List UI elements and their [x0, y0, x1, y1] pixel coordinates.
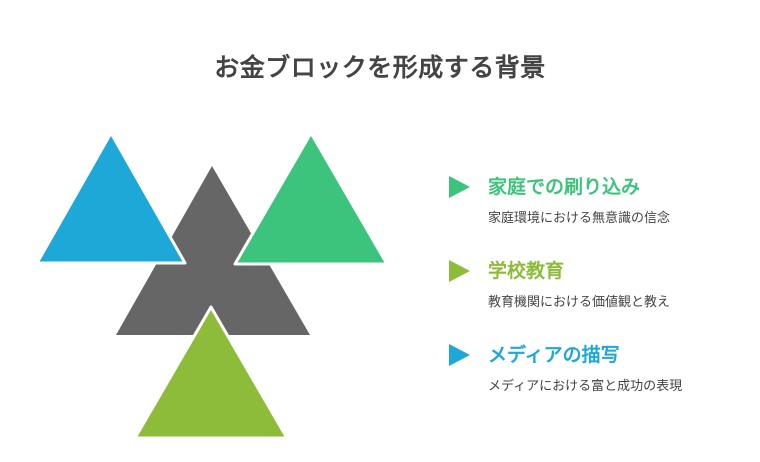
top-right-triangle-green: [233, 131, 389, 266]
triangle-diagram: [35, 131, 389, 440]
item-heading: 家庭での刷り込み: [488, 176, 641, 198]
play-triangle-icon: [449, 344, 470, 366]
item-description: 教育機関における価値観と教え: [488, 295, 671, 310]
item-description: 家庭環境における無意識の信念: [488, 211, 671, 226]
play-triangle-icon: [449, 176, 470, 198]
center-triangle-gray: [116, 166, 310, 335]
item-heading: メディアの描写: [488, 344, 620, 366]
item-heading: 学校教育: [488, 260, 565, 282]
item-description: メディアにおける富と成功の表現: [488, 379, 683, 394]
bottom-triangle-olive: [133, 305, 289, 440]
top-left-triangle-blue: [35, 131, 187, 265]
page-title: お金ブロックを形成する背景: [214, 53, 546, 82]
play-triangle-icon: [449, 260, 470, 282]
